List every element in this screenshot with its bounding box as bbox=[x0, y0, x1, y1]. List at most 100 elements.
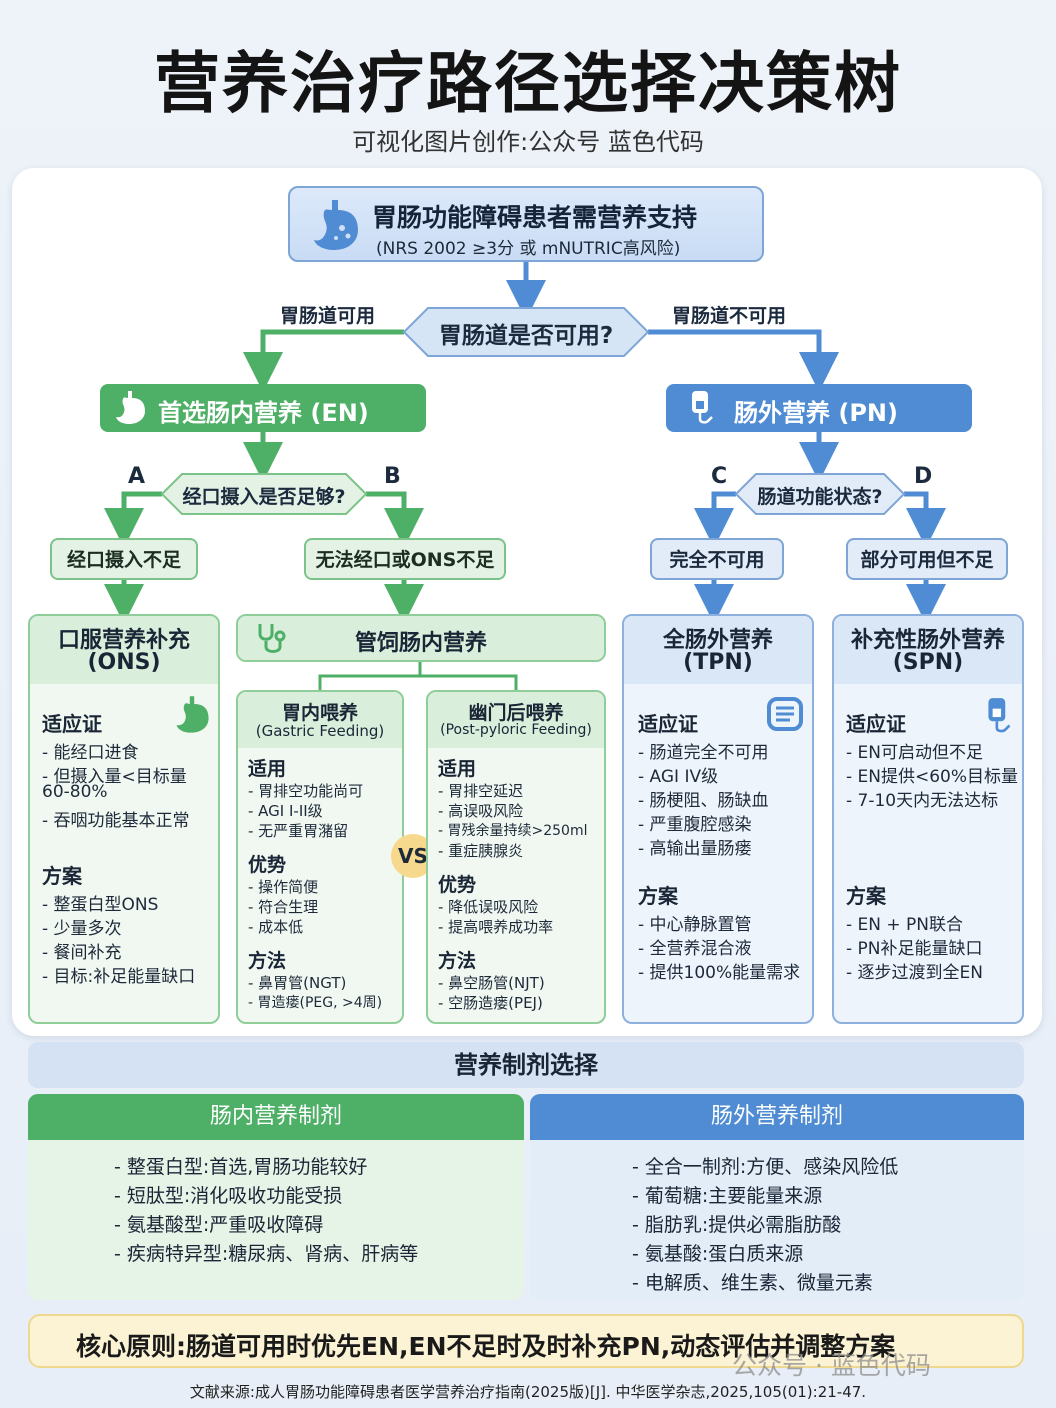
spn-plan: - EN + PN联合 bbox=[846, 915, 964, 935]
postpyloric-use: - 高误吸风险 bbox=[438, 802, 524, 820]
branch-b-label: B bbox=[384, 464, 401, 489]
page-subtitle: 可视化图片创作:公众号 蓝色代码 bbox=[352, 128, 704, 156]
pn-bar: 肠外营养 (PN) bbox=[666, 384, 972, 432]
ons-indication: - 吞咽功能基本正常 bbox=[42, 811, 190, 831]
gastric-method-label: 方法 bbox=[248, 950, 287, 972]
decision-oral-intake-shape bbox=[160, 473, 368, 515]
pill-oral-insufficient: 经口摄入不足 bbox=[50, 538, 198, 580]
tpn-indication: - 高输出量肠瘘 bbox=[638, 839, 752, 859]
core-principle-text: 核心原则:肠道可用时优先EN,EN不足时及时补充PN,动态评估并调整方案 bbox=[76, 1332, 896, 1361]
branch-a-label: A bbox=[128, 464, 146, 489]
page-title: 营养治疗路径选择决策树 bbox=[154, 45, 902, 122]
branch-gi-usable: 胃肠道可用 bbox=[280, 305, 376, 327]
gastric-adv: - 符合生理 bbox=[248, 898, 319, 916]
branch-c-label: C bbox=[711, 464, 728, 489]
pn-prep-item: - 脂肪乳:提供必需脂肪酸 bbox=[632, 1214, 842, 1236]
ons-card: 口服营养补充 (ONS) 适应证 - 能经口进食 - 但摄入量<目标量 60-8… bbox=[28, 614, 220, 1024]
spn-plan: - PN补足能量缺口 bbox=[846, 939, 983, 959]
postpyloric-feeding-card: 幽门后喂养 (Post-pyloric Feeding) 适用 - 胃排空延迟 … bbox=[426, 690, 606, 1024]
en-prep-item: - 短肽型:消化吸收功能受损 bbox=[114, 1185, 343, 1207]
postpyloric-use: - 胃残余量持续>250ml bbox=[438, 823, 588, 839]
postpyloric-adv: - 降低误吸风险 bbox=[438, 898, 539, 916]
spn-plan-label: 方案 bbox=[846, 884, 886, 908]
tpn-plan: - 提供100%能量需求 bbox=[638, 963, 801, 983]
branch-d-label: D bbox=[914, 464, 933, 489]
patient-need-box: 胃肠功能障碍患者需营养支持 (NRS 2002 ≥3分 或 mNUTRIC高风险… bbox=[288, 186, 764, 262]
tpn-title-abbr: (TPN) bbox=[683, 650, 753, 675]
ons-indication: - 但摄入量<目标量 bbox=[42, 767, 187, 787]
spn-title: 补充性肠外营养 bbox=[850, 628, 1005, 653]
postpyloric-feeding-subtitle: (Post-pyloric Feeding) bbox=[440, 722, 592, 738]
postpyloric-method-label: 方法 bbox=[438, 950, 477, 972]
gastric-feeding-card: 胃内喂养 (Gastric Feeding) 适用 - 胃排空功能尚可 - AG… bbox=[236, 690, 404, 1024]
gastric-method: - 胃造瘘(PEG, >4周) bbox=[248, 995, 383, 1011]
pn-prep-item: - 全合一制剂:方便、感染风险低 bbox=[632, 1156, 899, 1178]
pill-gut-unusable: 完全不可用 bbox=[650, 538, 784, 580]
decision-gi-usable: 胃肠道是否可用? bbox=[438, 323, 614, 349]
tpn-title: 全肠外营养 bbox=[662, 628, 773, 653]
gastric-use: - AGI I-II级 bbox=[248, 802, 323, 820]
ons-indications-label: 适应证 bbox=[42, 712, 102, 736]
pn-prep-item: - 氨基酸:蛋白质来源 bbox=[632, 1243, 804, 1265]
iv-bag-icon bbox=[692, 391, 713, 424]
pill-tube-needed: 无法经口或ONS不足 bbox=[304, 538, 506, 580]
connector-lines bbox=[104, 262, 946, 690]
tpn-indication: - 肠道完全不可用 bbox=[638, 743, 769, 763]
en-prep-item: - 整蛋白型:首选,胃肠功能较好 bbox=[114, 1156, 368, 1178]
tpn-plan: - 全营养混合液 bbox=[638, 939, 752, 959]
ons-plan: - 目标:补足能量缺口 bbox=[42, 967, 196, 987]
ons-plan: - 少量多次 bbox=[42, 919, 122, 939]
spn-plan: - 逐步过渡到全EN bbox=[846, 963, 983, 983]
patient-need-criteria: (NRS 2002 ≥3分 或 mNUTRIC高风险) bbox=[376, 239, 681, 259]
patient-need-title: 胃肠功能障碍患者需营养支持 bbox=[372, 203, 698, 232]
postpyloric-adv: - 提高喂养成功率 bbox=[438, 918, 554, 936]
stomach-icon bbox=[314, 200, 358, 250]
en-prep-item: - 氨基酸型:严重吸收障碍 bbox=[114, 1214, 324, 1236]
en-prep-title: 肠内营养制剂 bbox=[28, 1094, 524, 1140]
spn-indication: - 7-10天内无法达标 bbox=[846, 791, 999, 811]
spn-indication: - EN提供<60%目标量 bbox=[846, 767, 1019, 787]
decision-gut-function-shape bbox=[734, 473, 906, 515]
watermark: 公众号 · 蓝色代码 bbox=[732, 1351, 931, 1380]
gastric-feeding-title: 胃内喂养 bbox=[281, 702, 358, 724]
tpn-indication: - 严重腹腔感染 bbox=[638, 815, 752, 835]
spn-card: 补充性肠外营养 (SPN) 适应证 - EN可启动但不足 - EN提供<60%目… bbox=[832, 614, 1024, 1024]
source-citation: 文献来源:成人胃肠功能障碍患者医学营养治疗指南(2025版)[J]. 中华医学杂… bbox=[189, 1383, 867, 1401]
tpn-indication: - 肠梗阻、肠缺血 bbox=[638, 791, 769, 811]
pn-prep-title: 肠外营养制剂 bbox=[530, 1094, 1024, 1140]
ons-plan: - 整蛋白型ONS bbox=[42, 895, 159, 915]
stethoscope-icon bbox=[258, 624, 286, 653]
decision-gut-function: 肠道功能状态? bbox=[757, 486, 883, 508]
postpyloric-feeding-title: 幽门后喂养 bbox=[468, 702, 564, 724]
pn-prep-panel: 肠外营养制剂 - 全合一制剂:方便、感染风险低 - 葡萄糖:主要能量来源 - 脂… bbox=[530, 1094, 1024, 1300]
pill-gut-partial: 部分可用但不足 bbox=[846, 538, 1008, 580]
stomach-icon bbox=[176, 696, 209, 733]
decision-oral-intake: 经口摄入是否足够? bbox=[182, 486, 346, 508]
postpyloric-use: - 胃排空延迟 bbox=[438, 782, 524, 800]
iv-bag-icon bbox=[988, 698, 1011, 733]
tpn-plan: - 中心静脉置管 bbox=[638, 915, 752, 935]
branch-gi-unusable: 胃肠道不可用 bbox=[672, 305, 787, 327]
spn-title-abbr: (SPN) bbox=[892, 650, 964, 675]
postpyloric-method: - 鼻空肠管(NJT) bbox=[438, 974, 545, 992]
core-principle-box: 核心原则:肠道可用时优先EN,EN不足时及时补充PN,动态评估并调整方案 bbox=[28, 1314, 1024, 1368]
postpyloric-adv-label: 优势 bbox=[438, 874, 477, 896]
gastric-adv-label: 优势 bbox=[248, 854, 287, 876]
pn-prep-item: - 电解质、维生素、微量元素 bbox=[632, 1272, 873, 1294]
ons-indication: - 能经口进食 bbox=[42, 743, 139, 763]
spn-indications-label: 适应证 bbox=[846, 712, 906, 736]
postpyloric-method: - 空肠造瘘(PEJ) bbox=[438, 994, 543, 1012]
pn-bar-label: 肠外营养 (PN) bbox=[734, 399, 898, 427]
gastric-adv: - 成本低 bbox=[248, 918, 304, 936]
tube-feeding-title: 管饲肠内营养 bbox=[354, 631, 487, 656]
gastric-use: - 无严重胃潴留 bbox=[248, 822, 349, 840]
pn-prep-item: - 葡萄糖:主要能量来源 bbox=[632, 1185, 823, 1207]
en-prep-item: - 疾病特异型:糖尿病、肾病、肝病等 bbox=[114, 1243, 419, 1265]
postpyloric-use-label: 适用 bbox=[438, 758, 477, 780]
decision-gi-usable-shape bbox=[402, 307, 650, 357]
ons-title-abbr: (ONS) bbox=[87, 650, 161, 675]
postpyloric-use: - 重症胰腺炎 bbox=[438, 842, 524, 860]
spn-indication: - EN可启动但不足 bbox=[846, 743, 983, 763]
en-bar-label: 首选肠内营养 (EN) bbox=[158, 399, 369, 427]
tpn-card: 全肠外营养 (TPN) 适应证 - 肠道完全不可用 - AGI IV级 - 肠梗… bbox=[622, 614, 814, 1024]
